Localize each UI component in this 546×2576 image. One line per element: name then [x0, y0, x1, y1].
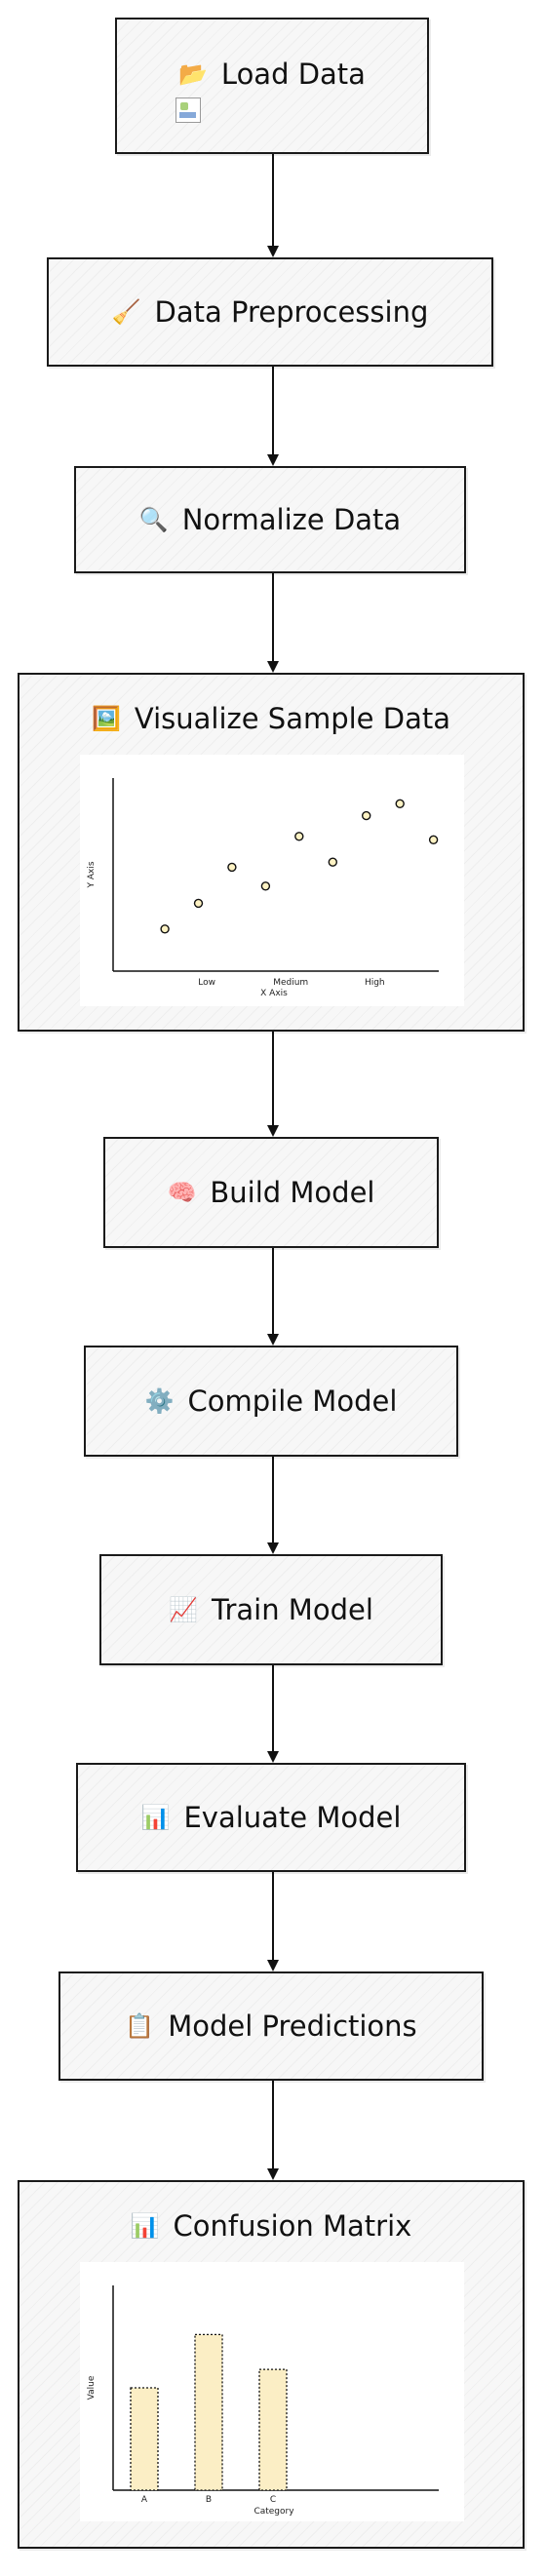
scatter-point — [395, 799, 405, 808]
node-load-data[interactable]: 📂 Load Data — [115, 18, 429, 154]
folder-icon: 📂 — [178, 60, 208, 88]
node-label: Train Model — [212, 1593, 373, 1626]
picture-icon: 🖼️ — [91, 705, 121, 732]
scatter-point — [294, 832, 304, 841]
bar-chart-icon: 📊 — [130, 2212, 160, 2240]
y-axis-label: Y Axis — [87, 861, 97, 888]
scatter-point — [328, 857, 337, 867]
bar-b — [194, 2333, 223, 2491]
node-confusion-matrix[interactable]: 📊 Confusion Matrix A B C Category Value — [18, 2180, 525, 2549]
broom-icon: 🧹 — [111, 298, 141, 326]
bar-c — [258, 2368, 288, 2491]
node-compile-model[interactable]: ⚙️ Compile Model — [84, 1346, 458, 1457]
node-label: Load Data — [220, 58, 366, 91]
scatter-point — [428, 835, 439, 845]
x-axis-label: X Axis — [260, 989, 288, 998]
scatter-point — [260, 881, 271, 891]
x-tick-label: C — [270, 2495, 276, 2505]
x-tick-label: Medium — [273, 978, 308, 988]
brain-icon: 🧠 — [167, 1179, 197, 1206]
node-label: Visualize Sample Data — [134, 702, 450, 735]
node-label: Normalize Data — [181, 503, 402, 536]
x-axis-label: Category — [254, 2507, 294, 2517]
scatter-plot: Low Medium High X Axis Y Axis — [87, 778, 439, 998]
gear-icon: ⚙️ — [144, 1387, 175, 1415]
clipboard-icon: 📋 — [125, 2012, 155, 2040]
node-normalize-data[interactable]: 🔍 Normalize Data — [74, 466, 466, 573]
node-data-preprocessing[interactable]: 🧹 Data Preprocessing — [47, 257, 493, 367]
node-label: Build Model — [210, 1176, 375, 1209]
node-build-model[interactable]: 🧠 Build Model — [103, 1137, 439, 1248]
broken-image-icon — [176, 98, 201, 123]
magnifier-icon: 🔍 — [138, 506, 169, 533]
node-label: Confusion Matrix — [173, 2209, 412, 2243]
x-tick-label: High — [365, 978, 385, 988]
chart-increasing-icon: 📈 — [169, 1596, 198, 1623]
scatter-point — [160, 924, 170, 934]
node-model-predictions[interactable]: 📋 Model Predictions — [58, 1971, 484, 2081]
bar-chart: A B C Category Value — [80, 2262, 464, 2521]
node-label: Evaluate Model — [183, 1801, 402, 1834]
node-train-model[interactable]: 📈 Train Model — [99, 1554, 443, 1665]
x-tick-label: B — [206, 2495, 212, 2505]
scatter-chart: Low Medium High X Axis Y Axis — [80, 755, 464, 1006]
node-label: Model Predictions — [168, 2010, 417, 2043]
bar-plot: A B C Category Value — [87, 2285, 439, 2517]
node-label: Compile Model — [187, 1385, 398, 1418]
node-label: Data Preprocessing — [154, 295, 429, 329]
scatter-point — [362, 810, 371, 821]
bar-a — [130, 2387, 159, 2491]
y-axis-label: Value — [87, 2375, 97, 2400]
bar-chart-icon: 📊 — [140, 1804, 171, 1831]
x-tick-label: Low — [198, 978, 215, 988]
x-tick-label: A — [141, 2495, 148, 2505]
scatter-point — [227, 862, 237, 873]
scatter-point — [193, 898, 204, 909]
node-visualize-sample-data[interactable]: 🖼️ Visualize Sample Data Low Medium High X… — [18, 673, 525, 1032]
node-evaluate-model[interactable]: 📊 Evaluate Model — [76, 1763, 466, 1872]
